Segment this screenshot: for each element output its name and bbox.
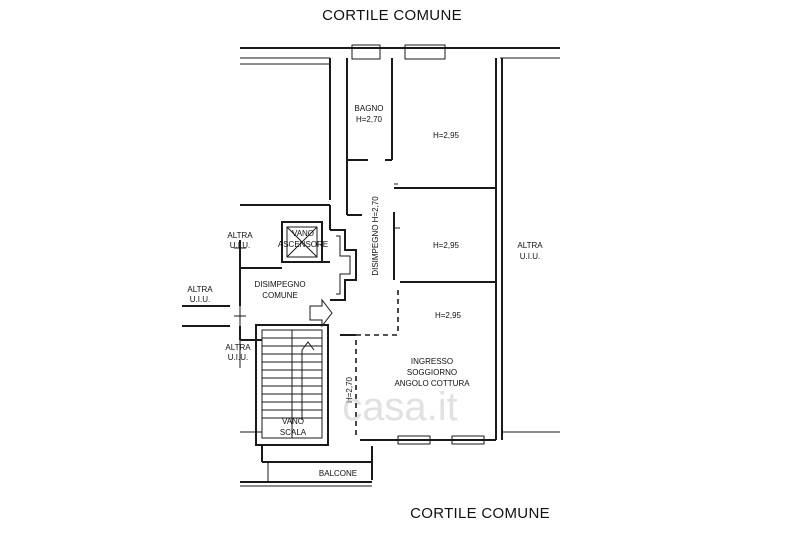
elevator-label-2: ASCENSORE	[278, 240, 328, 249]
stair-label-2: SCALA	[280, 428, 307, 437]
courtyard-top-label: CORTILE COMUNE	[322, 7, 462, 24]
stair-label-1: VANO	[282, 417, 304, 426]
bathroom-label: BAGNO	[355, 104, 384, 113]
room3-height-label: H=2,95	[435, 311, 462, 320]
altra-right-label-1: ALTRA	[517, 241, 543, 250]
altra-mid-left-label-1: ALTRA	[187, 285, 213, 294]
bathroom-height-label: H=2,70	[356, 115, 383, 124]
balcony-label: BALCONE	[319, 469, 357, 478]
common-hall-label-2: COMUNE	[262, 291, 298, 300]
courtyard-bottom-label: CORTILE COMUNE	[410, 505, 550, 522]
living-label-3: ANGOLO COTTURA	[394, 379, 470, 388]
elevator-label-1: VANO	[292, 229, 314, 238]
room2-height-label: H=2,95	[433, 241, 460, 250]
entry-arrow-icon	[309, 298, 333, 328]
common-hall-label-1: DISIMPEGNO	[254, 280, 305, 289]
staircase: VANO SCALA	[255, 324, 373, 480]
room1-height-label: H=2,95	[433, 131, 460, 140]
altra-top-left-label-1: ALTRA	[227, 231, 253, 240]
altra-top-left-label-2: U.I.U.	[230, 241, 250, 250]
altra-bottom-left-label-1: ALTRA	[225, 343, 251, 352]
altra-mid-left-label-2: U.I.U.	[190, 295, 210, 304]
watermark-logo: casa.it	[342, 385, 458, 429]
common-area-walls	[182, 58, 357, 368]
outer-walls	[240, 44, 560, 445]
living-height-label: H=2,70	[345, 376, 354, 403]
altra-right-label-2: U.I.U.	[520, 252, 540, 261]
altra-bottom-left-label-2: U.I.U.	[228, 353, 248, 362]
living-label-2: SOGGIORNO	[407, 368, 457, 377]
elevator-shaft: VANO ASCENSORE	[278, 221, 328, 263]
living-label-1: INGRESSO	[411, 357, 453, 366]
corridor-label: DISIMPEGNO H=2,70	[371, 196, 380, 276]
balcony: BALCONE	[240, 462, 372, 487]
